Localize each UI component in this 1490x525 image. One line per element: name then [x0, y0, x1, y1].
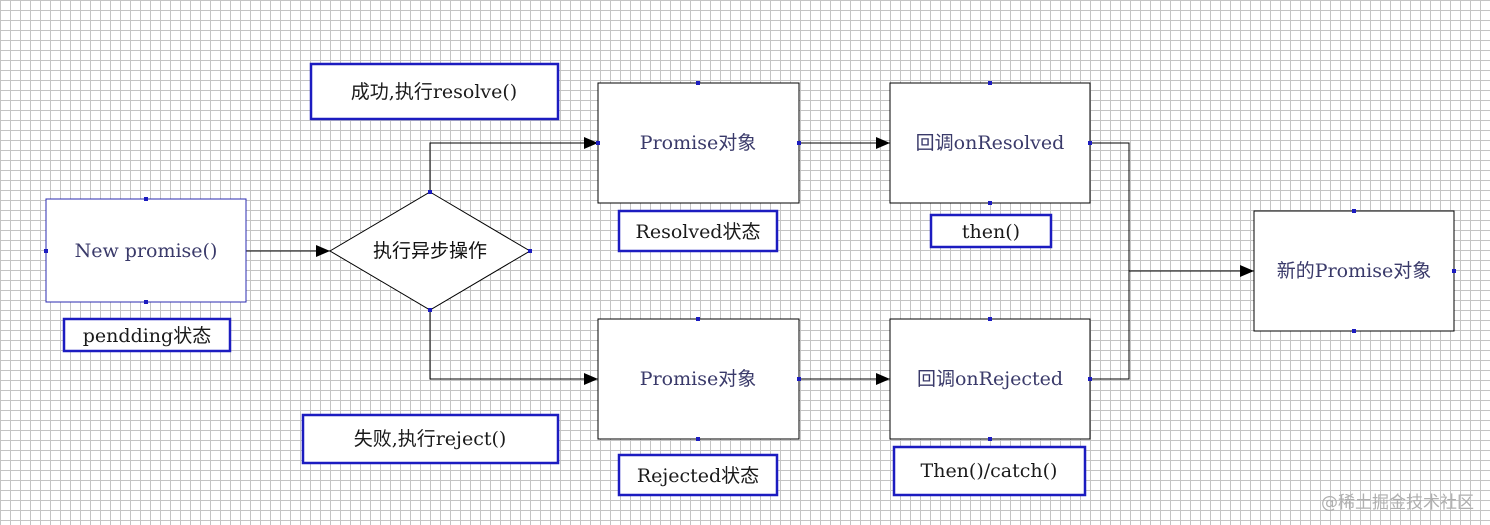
node-new-promise: New promise()	[44, 197, 247, 304]
label-pending-text: pendding状态	[83, 325, 211, 347]
label-resolved-state-text: Resolved状态	[636, 221, 761, 243]
node-on-rejected: 回调onRejected	[889, 317, 1092, 441]
node-promise-rejected-text: Promise对象	[640, 368, 756, 390]
node-on-rejected-text: 回调onRejected	[917, 368, 1063, 390]
node-promise-rejected: Promise对象	[597, 317, 801, 441]
label-success: 成功,执行resolve()	[309, 62, 560, 121]
label-rejected-state-text: Rejected状态	[637, 465, 759, 487]
node-new-promise-object-text: 新的Promise对象	[1277, 260, 1431, 282]
node-promise-resolved: Promise对象	[596, 81, 801, 204]
node-new-promise-object: 新的Promise对象	[1253, 209, 1456, 333]
node-on-resolved: 回调onResolved	[889, 81, 1092, 205]
label-failure-text: 失败,执行reject()	[354, 428, 507, 450]
node-async-operation-text: 执行异步操作	[373, 240, 487, 262]
edges	[246, 137, 1254, 385]
edge-merge-bracket	[1090, 142, 1130, 380]
watermark: @稀土掘金技术社区	[1321, 493, 1474, 513]
node-new-promise-text: New promise()	[75, 240, 218, 262]
node-promise-resolved-text: Promise对象	[640, 132, 756, 154]
label-then-catch-text: Then()/catch()	[921, 460, 1058, 482]
node-async-operation: 执行异步操作	[329, 190, 532, 312]
edge-async-to-rejected	[429, 310, 598, 385]
label-resolved-state: Resolved状态	[617, 209, 779, 253]
label-then-text: then()	[962, 221, 1020, 243]
label-rejected-state: Rejected状态	[617, 453, 779, 497]
node-on-resolved-text: 回调onResolved	[916, 132, 1065, 154]
label-then-catch: Then()/catch()	[892, 445, 1087, 497]
label-success-text: 成功,执行resolve()	[351, 81, 517, 103]
label-then: then()	[929, 213, 1053, 249]
edge-async-to-resolved	[429, 137, 598, 192]
label-failure: 失败,执行reject()	[301, 413, 560, 465]
label-pending: pendding状态	[62, 317, 232, 353]
